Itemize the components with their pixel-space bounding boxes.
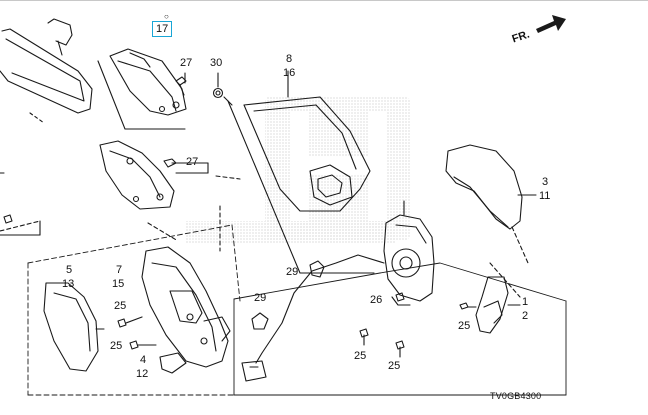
front-direction-arrow	[536, 15, 566, 33]
callout-2[interactable]: 2	[522, 310, 529, 322]
screw-25-lower-right	[395, 340, 405, 358]
mirror-skull-cap-3-11	[445, 144, 537, 230]
screw-25-housing-a	[117, 316, 143, 328]
mirror-cover-17	[97, 48, 187, 130]
rear-view-mirror	[0, 18, 93, 124]
callout-3[interactable]: 3	[542, 176, 549, 188]
watermark-logo	[185, 96, 410, 243]
callout-7[interactable]: 7	[116, 264, 123, 276]
callout-11[interactable]: 11	[539, 190, 551, 202]
callout-4[interactable]: 4	[140, 354, 147, 366]
callout-17-dot: ○	[164, 12, 169, 21]
screw-26	[395, 292, 405, 302]
clip-29-lower	[251, 312, 269, 330]
callout-25-housing-b[interactable]: 25	[110, 340, 123, 352]
clip-29-upper	[309, 260, 325, 278]
sail-gasket-8-16	[227, 70, 375, 274]
callout-26[interactable]: 26	[370, 294, 383, 306]
screw-27-top	[175, 76, 187, 96]
screw-25-housing-b	[129, 340, 157, 350]
callout-8[interactable]: 8	[286, 53, 293, 65]
callout-16[interactable]: 16	[283, 67, 296, 79]
callout-12[interactable]: 12	[136, 368, 149, 380]
callout-27-top[interactable]: 27	[180, 57, 193, 69]
diagram-code: TV0GB4300	[490, 391, 542, 401]
callout-17-highlight[interactable]: 17	[152, 21, 173, 37]
screw-25-lower-left	[359, 328, 369, 346]
bracket-4-12	[159, 352, 187, 374]
callout-27-mid[interactable]: 27	[186, 156, 199, 168]
callout-5[interactable]: 5	[66, 264, 73, 276]
wire-harness	[241, 254, 385, 382]
callout-1[interactable]: 1	[522, 296, 529, 308]
grommet-30	[212, 72, 233, 106]
mirror-base-cover	[99, 140, 175, 210]
callout-15[interactable]: 15	[112, 278, 125, 290]
callout-13[interactable]: 13	[62, 278, 75, 290]
screw-25-signal	[459, 302, 477, 310]
callout-30[interactable]: 30	[210, 57, 223, 69]
callout-25-lower-left[interactable]: 25	[354, 350, 367, 362]
callout-25-housing-a[interactable]: 25	[114, 300, 127, 312]
callout-25-lower-right[interactable]: 25	[388, 360, 401, 372]
mirror-glass-5-13	[43, 282, 105, 372]
callout-25-signal[interactable]: 25	[458, 320, 471, 332]
callout-29-lower[interactable]: 29	[254, 292, 267, 304]
callout-29-upper[interactable]: 29	[286, 266, 299, 278]
mirror-housing-7-15	[141, 246, 231, 368]
mirror-actuator	[383, 200, 435, 306]
